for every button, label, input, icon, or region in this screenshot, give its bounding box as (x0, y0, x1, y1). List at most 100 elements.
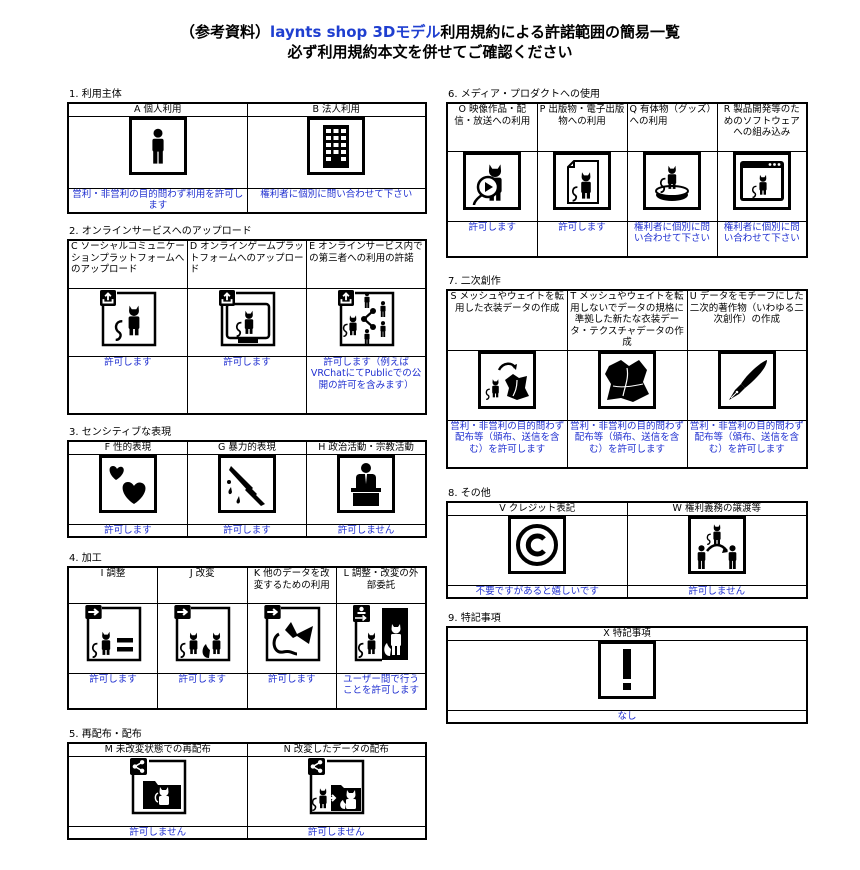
permission-table: C ソーシャルコミュニケーションプラットフォームへのアップロード D オンライン… (67, 239, 427, 415)
item-result-G: 許可します (186, 523, 308, 538)
section-title: 2. オンラインサービスへのアップロード (69, 226, 252, 237)
item-label-H: H 政治活動・宗教活動 (306, 440, 427, 455)
item-result-M: 許可しません (67, 825, 248, 840)
item-label-Q: Q 有体物（グッズ）への利用 (626, 102, 718, 152)
item-result-I: 許可します (67, 672, 158, 710)
item-result-K: 許可します (246, 672, 337, 710)
title-subtitle: 必ず利用規約本文を併せてご確認ください (287, 43, 573, 61)
item-result-E: 許可します（例えばVRChatにてPublicでの公開の許可を含みます） (306, 355, 427, 415)
item-label-T: T メッシュやウェイトを転用しないでデータの規格に準拠した新たな衣装データ・テク… (566, 289, 688, 351)
title-prefix: （参考資料） (180, 23, 271, 41)
item-label-D: D オンラインゲームプラットフォームへのアップロード (186, 239, 308, 289)
section-title: 6. メディア・プロダクトへの使用 (448, 89, 601, 100)
transfer-rights-icon (687, 515, 746, 574)
item-result-S: 営利・非営利の目的問わず配布等（頒布、送信を含む）を許可します (446, 419, 568, 469)
permission-table: F 性的表現 G 暴力的表現 H 政治活動・宗教活動 (67, 440, 427, 538)
item-result-P: 許可します (536, 220, 628, 258)
person-icon (128, 116, 187, 175)
share-folder-icon (128, 756, 187, 815)
item-label-J: J 改変 (157, 566, 248, 604)
section-title: 8. その他 (448, 488, 491, 499)
section-processing: 4. 加工 I 調整 J 改変 K 他のデータを改変するための利用 L 調整・改… (67, 552, 427, 710)
copyright-icon (508, 515, 567, 574)
upload-avatar-icon (98, 288, 157, 347)
item-label-V: V クレジット表記 (446, 501, 628, 516)
figure-goods-icon (643, 151, 701, 210)
title-line-1: （参考資料）laynts shop 3Dモデル利用規約による許諾範囲の簡易一覧 (0, 22, 860, 42)
section-other: 8. その他 V クレジット表記 W 権利義務の譲渡等 不要ですがあると嬉しいで… (446, 487, 808, 599)
speaker-podium-icon (337, 454, 396, 513)
item-label-M: M 未改変状態での再配布 (67, 742, 248, 757)
section-special-notes: 9. 特記事項 X 特記事項 なし (446, 612, 808, 724)
item-result-A: 営利・非営利の目的問わず利用を許可します (67, 187, 248, 213)
item-result-N: 許可しません (246, 825, 427, 840)
section-title: 3. センシティブな表現 (69, 427, 172, 438)
item-label-E: E オンラインサービス内での第三者への利用の許諾 (306, 239, 427, 289)
document-title: （参考資料）laynts shop 3Dモデル利用規約による許諾範囲の簡易一覧 … (0, 22, 860, 62)
item-result-B: 権利者に個別に問い合わせて下さい (246, 187, 427, 213)
exclamation-icon (598, 640, 656, 699)
parts-reuse-icon (262, 603, 321, 662)
item-label-G: G 暴力的表現 (186, 440, 308, 455)
item-label-K: K 他のデータを改変するための利用 (246, 566, 337, 604)
section-title: 7. 二次創作 (448, 276, 501, 287)
item-label-X: X 特記事項 (446, 626, 808, 641)
item-result-W: 許可しません (626, 584, 808, 599)
permission-table: O 映像作品・配信・放送への利用 P 出版物・電子出版物への利用 Q 有体物（グ… (446, 102, 808, 258)
permission-table: V クレジット表記 W 権利義務の譲渡等 不要ですがあると嬉しいです 許可しませ… (446, 501, 808, 599)
adjust-equal-icon (84, 603, 142, 662)
item-result-U: 営利・非営利の目的問わず配布等（頒布、送信を含む）を許可します (686, 419, 808, 469)
section-online-upload: 2. オンラインサービスへのアップロード C ソーシャルコミュニケーションプラッ… (67, 225, 427, 415)
item-label-L: L 調整・改変の外部委託 (336, 566, 427, 604)
outsource-icon (352, 603, 410, 662)
section-title: 1. 利用主体 (69, 89, 122, 100)
permission-table: S メッシュやウェイトを転用した衣装データの作成 T メッシュやウェイトを転用し… (446, 289, 808, 469)
item-label-F: F 性的表現 (67, 440, 188, 455)
share-modified-folder-icon (307, 756, 366, 815)
section-sensitive-expression: 3. センシティブな表現 F 性的表現 G 暴力的表現 H 政治活動・宗教活動 (67, 426, 427, 538)
permission-table: I 調整 J 改変 K 他のデータを改変するための利用 L 調整・改変の外部委託 (67, 566, 427, 710)
pen-nib-icon (717, 350, 776, 409)
item-label-P: P 出版物・電子出版物への利用 (536, 102, 628, 152)
item-label-U: U データをモチーフにした二次的著作物（いわゆる二次創作）の作成 (686, 289, 808, 351)
item-result-F: 許可します (67, 523, 188, 538)
item-label-I: I 調整 (67, 566, 158, 604)
permission-table: A 個人利用 B 法人利用 営利・非営利の目的問わず利用を許可します 権利者に個… (67, 102, 427, 214)
clothing-icon (598, 350, 656, 409)
office-building-icon (307, 116, 366, 175)
item-label-N: N 改変したデータの配布 (246, 742, 427, 757)
item-result-C: 許可します (67, 355, 188, 415)
title-brand: laynts shop 3Dモデル (270, 23, 441, 41)
permission-table: M 未改変状態での再配布 N 改変したデータの配布 (67, 742, 427, 840)
publication-icon (553, 151, 611, 210)
section-title: 9. 特記事項 (448, 613, 501, 624)
section-title: 5. 再配布・配布 (69, 729, 142, 740)
item-result-H: 許可しません (306, 523, 427, 538)
section-title: 4. 加工 (69, 553, 102, 564)
item-label-C: C ソーシャルコミュニケーションプラットフォームへのアップロード (67, 239, 188, 289)
upload-game-monitor-icon (217, 288, 276, 347)
item-result-T: 営利・非営利の目的問わず配布等（頒布、送信を含む）を許可します (566, 419, 688, 469)
section-redistribution: 5. 再配布・配布 M 未改変状態での再配布 N 改変したデータの配布 (67, 728, 427, 840)
knife-blood-icon (217, 454, 276, 513)
item-result-D: 許可します (186, 355, 308, 415)
video-play-icon (463, 151, 522, 210)
item-result-J: 許可します (157, 672, 248, 710)
avatar-to-clothing-icon (478, 350, 537, 409)
item-label-O: O 映像作品・配信・放送への利用 (446, 102, 538, 152)
upload-share-users-icon (337, 288, 396, 347)
item-label-W: W 権利義務の譲渡等 (626, 501, 808, 516)
item-result-R: 権利者に個別に問い合わせて下さい (716, 220, 808, 258)
item-label-A: A 個人利用 (67, 102, 248, 117)
permission-table: X 特記事項 なし (446, 626, 808, 724)
item-result-L: ユーザー間で行うことを許可します (336, 672, 427, 710)
section-media-product: 6. メディア・プロダクトへの使用 O 映像作品・配信・放送への利用 P 出版物… (446, 88, 808, 258)
item-result-O: 許可します (446, 220, 538, 258)
item-result-Q: 権利者に個別に問い合わせて下さい (626, 220, 718, 258)
item-result-X: なし (446, 709, 808, 724)
item-label-S: S メッシュやウェイトを転用した衣装データの作成 (446, 289, 568, 351)
title-suffix: 利用規約による許諾範囲の簡易一覧 (440, 23, 680, 41)
section-usage-subject: 1. 利用主体 A 個人利用 B 法人利用 営利・非営利の目的 (67, 88, 427, 214)
software-window-icon (732, 151, 791, 210)
hearts-icon (98, 454, 157, 513)
